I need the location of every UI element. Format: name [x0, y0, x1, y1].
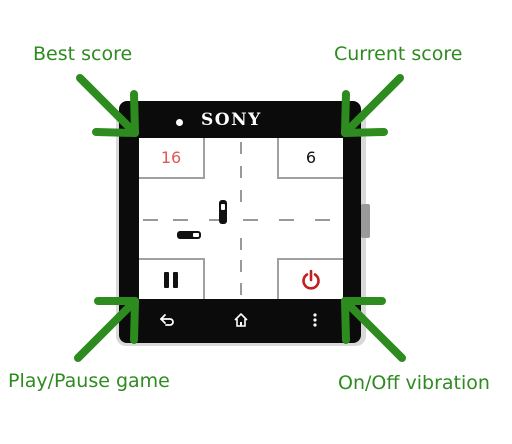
- player-car: [219, 200, 227, 224]
- lane-mark: [240, 142, 242, 154]
- play-pause-button[interactable]: [139, 258, 205, 299]
- play-pause-callout: Play/Pause game: [8, 370, 170, 392]
- game-screen[interactable]: 16 6: [139, 138, 343, 299]
- lane-mark: [315, 219, 330, 221]
- lane-mark: [240, 238, 242, 250]
- back-icon: [160, 314, 174, 326]
- lane-mark: [209, 219, 224, 221]
- lane-mark: [240, 166, 242, 178]
- vibration-callout: On/Off vibration: [338, 372, 490, 394]
- android-nav-bar: [139, 302, 343, 338]
- lane-mark: [240, 260, 242, 272]
- lane-mark: [240, 283, 242, 295]
- best-score-value: 16: [160, 148, 182, 167]
- nav-back-button[interactable]: [155, 308, 179, 332]
- lane-mark: [173, 219, 188, 221]
- best-score-panel: 16: [139, 138, 205, 179]
- lane-mark: [279, 219, 294, 221]
- nav-home-button[interactable]: [229, 308, 253, 332]
- traffic-car: [177, 231, 201, 239]
- lane-mark: [240, 190, 242, 202]
- lane-mark: [143, 219, 158, 221]
- brand-logo: SONY: [201, 110, 262, 130]
- lane-mark: [243, 219, 258, 221]
- nav-menu-button[interactable]: [303, 308, 327, 332]
- current-score-callout: Current score: [334, 43, 463, 65]
- brand-dot: [176, 119, 183, 126]
- home-icon: [234, 313, 248, 327]
- menu-icon: [313, 313, 317, 327]
- power-icon: [302, 269, 320, 290]
- current-score-value: 6: [305, 148, 317, 167]
- pause-icon: [164, 271, 178, 288]
- watch-side-button[interactable]: [361, 204, 370, 238]
- current-score-panel: 6: [277, 138, 343, 179]
- best-score-callout: Best score: [33, 43, 133, 65]
- vibration-toggle-button[interactable]: [277, 258, 343, 299]
